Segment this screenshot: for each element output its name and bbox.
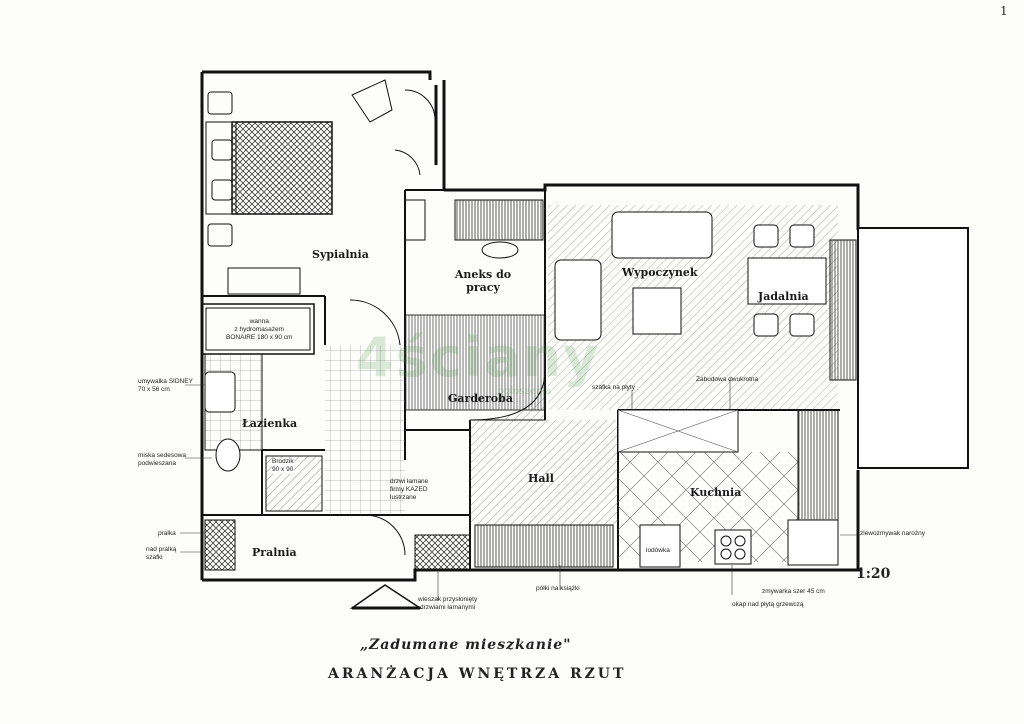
counter xyxy=(797,409,839,521)
armchair xyxy=(351,79,393,123)
fridge xyxy=(639,524,681,568)
toilet xyxy=(215,438,241,472)
room-aneks: Aneks do pracy xyxy=(454,268,512,294)
wardrobe xyxy=(404,314,546,411)
sink xyxy=(204,371,236,413)
sofa xyxy=(611,211,713,259)
watermark: 4ściany xyxy=(356,326,601,389)
room-hall: Hall xyxy=(528,472,554,485)
hob xyxy=(714,529,752,565)
note-zabudowa: Zabudowa dwukrotna xyxy=(696,376,759,383)
note-szafka-plyty: szafka na płyty xyxy=(592,384,635,391)
coffee-table xyxy=(632,287,682,335)
dining-set xyxy=(747,224,827,337)
room-jadalnia: Jadalnia xyxy=(758,290,809,303)
note-wieszak: wieszak przysłonięty drzwiami łamanymi xyxy=(418,596,478,611)
dresser xyxy=(227,267,301,295)
corner-sink xyxy=(787,519,839,566)
side-sofa xyxy=(554,259,602,341)
note-brodzik: Brodzik 90 x 90 xyxy=(272,458,294,474)
note-miska: miska sedesowa podwieszana xyxy=(138,452,187,467)
note-polki: półki na książki xyxy=(536,585,580,592)
note-umywalka: umywalka SIDNEY 70 x 56 cm xyxy=(138,378,193,393)
room-kuchnia: Kuchnia xyxy=(690,486,742,499)
room-lazienka: Łazienka xyxy=(242,417,298,430)
note-zlewozmywak: zlewozmywak narożny xyxy=(860,530,926,537)
room-sypialnia: Sypialnia xyxy=(312,248,369,261)
note-wanna: wanna z hydromasażem BONAIRE 180 x 90 cm xyxy=(226,318,293,341)
note-okap: okap nad płytą grzewczą xyxy=(732,601,804,608)
note-zmywarka: zmywarka szer 45 cm xyxy=(762,588,825,595)
washing-machine xyxy=(204,519,236,571)
note-pralka: pralka xyxy=(158,530,176,537)
watermark-sub: ogłoszenia xyxy=(498,386,552,397)
scale: 1:20 xyxy=(856,566,891,582)
room-pralnia: Pralnia xyxy=(252,546,297,559)
emblem xyxy=(349,584,423,609)
balcony-box xyxy=(857,227,969,469)
bed xyxy=(231,121,333,215)
title-line-1: „Zadumane mieszkanie" xyxy=(360,637,572,653)
note-szafki: nad pralką szafki xyxy=(146,546,177,561)
outer-walls xyxy=(200,70,860,582)
room-wypoczynek: Wypoczynek xyxy=(622,266,698,279)
bookshelf xyxy=(474,524,614,568)
title-line-2: ARANŻACJA WNĘTRZA RZUT xyxy=(328,666,627,682)
room-garderoba: Garderoba xyxy=(448,392,513,405)
note-lodowka: lodówka xyxy=(646,547,670,554)
desk xyxy=(454,199,544,241)
note-drzwi: drzwi łamane firmy KAZED lustrzane xyxy=(390,478,429,501)
page-number: 1 xyxy=(1000,4,1008,18)
